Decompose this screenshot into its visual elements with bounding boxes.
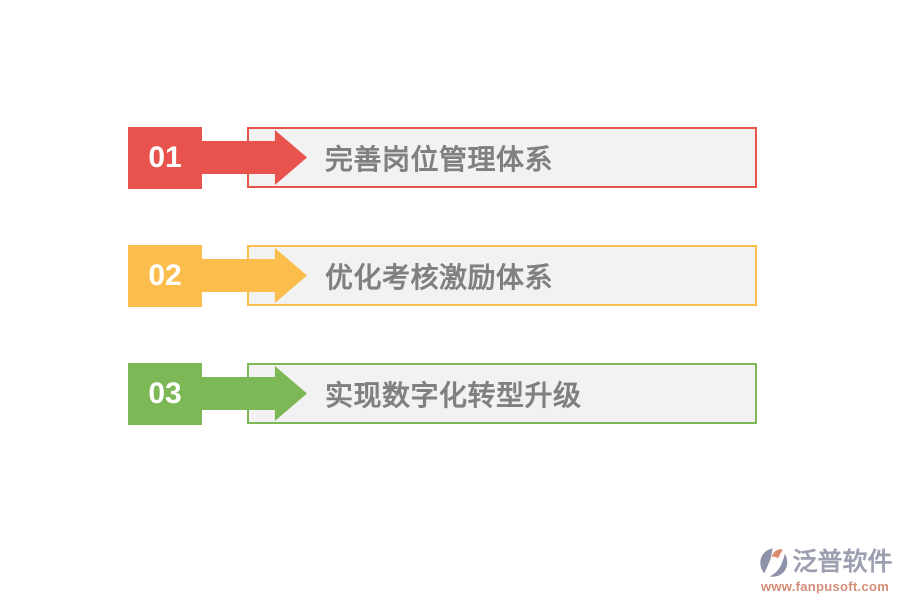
banner-title-3: 实现数字化转型升级 bbox=[325, 379, 582, 411]
brand-watermark: 泛普软件 www.fanpusoft.com bbox=[754, 546, 896, 594]
banner-panel-2: 优化考核激励体系 bbox=[247, 245, 757, 306]
brand-name: 泛普软件 bbox=[792, 547, 893, 576]
banner-number-label-3: 03 bbox=[148, 377, 182, 410]
banner-title-1: 完善岗位管理体系 bbox=[325, 143, 554, 175]
banner-row-2: 优化考核激励体系 02 bbox=[0, 245, 900, 307]
fanpu-circle-logo-icon bbox=[760, 548, 788, 577]
banner-row-3: 实现数字化转型升级 03 bbox=[0, 363, 900, 425]
banner-number-3: 03 bbox=[128, 363, 202, 425]
banner-panel-1: 完善岗位管理体系 bbox=[247, 127, 757, 188]
banner-number-1: 01 bbox=[128, 127, 202, 189]
brand-website: www.fanpusoft.com bbox=[760, 579, 890, 594]
banner-title-2: 优化考核激励体系 bbox=[325, 261, 554, 293]
banner-row-1: 完善岗位管理体系 01 bbox=[0, 127, 900, 189]
banner-number-label-2: 02 bbox=[148, 259, 182, 292]
banner-number-2: 02 bbox=[128, 245, 202, 307]
banner-number-label-1: 01 bbox=[148, 141, 182, 174]
banner-panel-3: 实现数字化转型升级 bbox=[247, 363, 757, 424]
